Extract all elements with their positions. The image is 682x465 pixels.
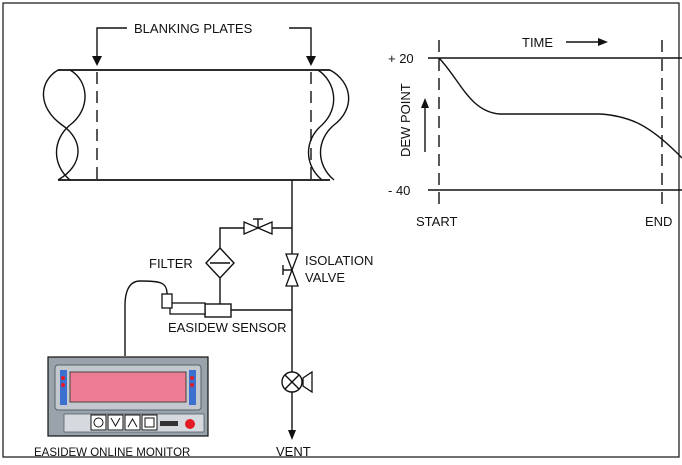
- sampling-pipework: ISOLATION VALVE FILTER EASIDEW SENSOR VE…: [124, 180, 373, 459]
- pipe-left-break-outer: [42, 69, 79, 181]
- vent-label: VENT: [276, 444, 311, 459]
- x-tick-start: START: [416, 214, 457, 229]
- y-axis-label: DEW POINT: [398, 83, 413, 157]
- sensor-connector: [161, 293, 173, 309]
- monitor-key: [90, 414, 107, 431]
- easidew-sensor-label: EASIDEW SENSOR: [168, 320, 286, 335]
- monitor-key: [107, 414, 124, 431]
- easidew-sensor-icon: [169, 302, 206, 315]
- pipe-right-break-inner: [307, 69, 335, 181]
- easidew-online-monitor-label: EASIDEW ONLINE MONITOR: [34, 447, 190, 459]
- arrow-right-icon: [598, 38, 608, 46]
- monitor-logo-mark: [160, 421, 178, 426]
- arrow-up-icon: [421, 98, 429, 108]
- sensor-body: [204, 303, 232, 318]
- monitor-led: [61, 376, 65, 380]
- pipe-left-break-inner: [55, 69, 86, 181]
- dew-point-curve: [438, 57, 682, 159]
- gate-valve-icon: [243, 218, 273, 235]
- blanking-leader-right: [289, 27, 312, 62]
- monitor-unit-icon: EASIDEW ONLINE MONITOR: [34, 356, 209, 459]
- monitor-power-led: [185, 419, 195, 429]
- arrow-down-icon: [306, 56, 316, 66]
- pipe-right-break-outer: [319, 69, 350, 181]
- monitor-side-strip-right: [189, 370, 196, 405]
- arrow-down-icon: [92, 56, 102, 66]
- monitor-key: [141, 414, 158, 431]
- isolation-valve-icon: [282, 253, 299, 287]
- isolation-label-line2: VALVE: [305, 270, 345, 285]
- monitor-side-strip-left: [60, 370, 67, 405]
- monitor-led: [190, 383, 194, 387]
- pipeline-section: BLANKING PLATES: [42, 21, 350, 181]
- ball-valve-icon: [281, 370, 313, 394]
- sensor-cable: [124, 280, 168, 356]
- filter-label: FILTER: [149, 256, 193, 271]
- isolation-label-line1: ISOLATION: [305, 253, 373, 268]
- dew-point-chart: + 20 - 40 TIME DEW POINT START END: [388, 35, 682, 229]
- monitor-key: [124, 414, 141, 431]
- diamond-filter-icon: [205, 246, 235, 280]
- monitor-led: [61, 383, 65, 387]
- y-tick-bottom: - 40: [388, 183, 410, 198]
- arrow-down-icon: [288, 430, 296, 440]
- blanking-leader-left: [96, 27, 127, 62]
- x-tick-end: END: [645, 214, 672, 229]
- monitor-display: [69, 371, 187, 403]
- monitor-led: [190, 376, 194, 380]
- blanking-plates-label: BLANKING PLATES: [134, 21, 253, 36]
- y-tick-top: + 20: [388, 51, 414, 66]
- diagram-border: [2, 2, 680, 458]
- bypass-line-left: [219, 227, 244, 248]
- x-axis-label: TIME: [522, 35, 553, 50]
